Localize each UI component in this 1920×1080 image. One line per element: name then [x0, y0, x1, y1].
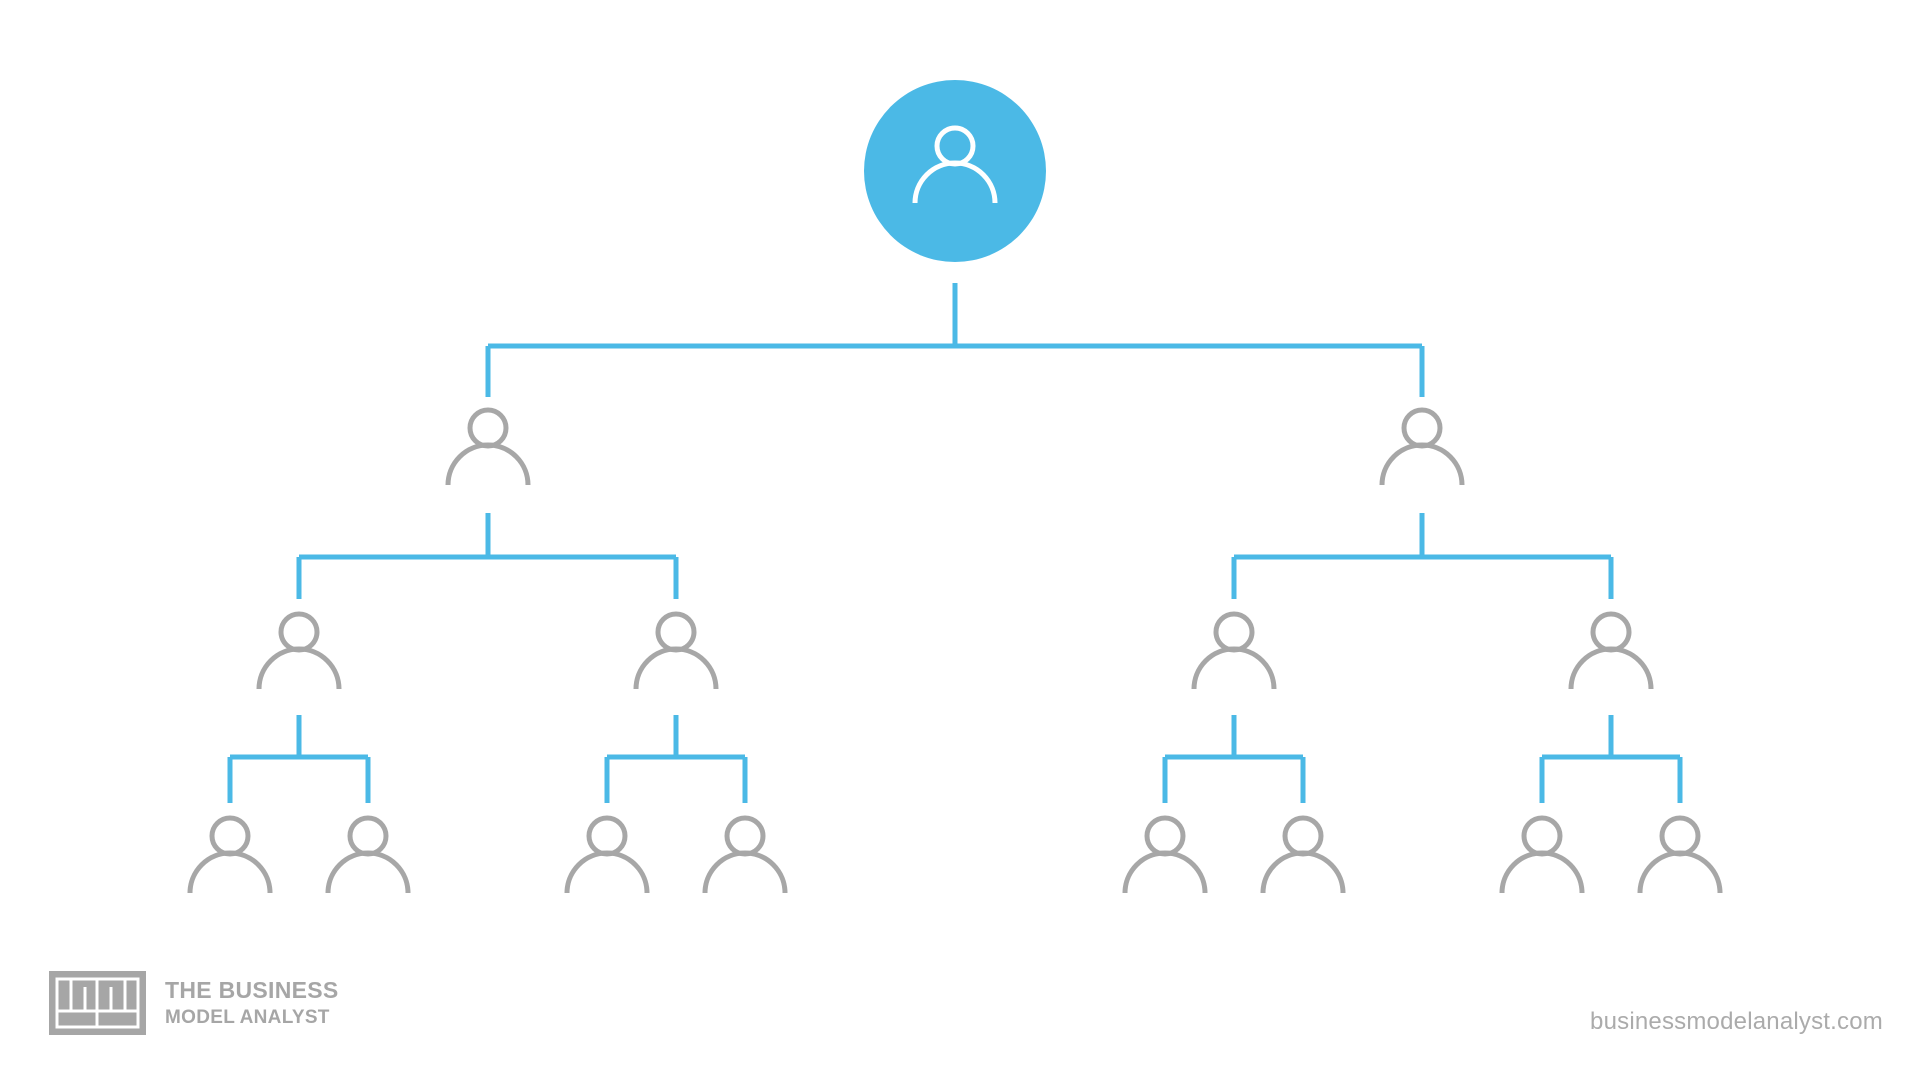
- level3-person-icon-7: [1502, 818, 1582, 893]
- level3-person-icon-8: [1640, 818, 1720, 893]
- brand-block: THE BUSINESS MODEL ANALYST: [49, 971, 339, 1035]
- level3-person-icon-4: [705, 818, 785, 893]
- level1-person-icon-1: [448, 410, 528, 485]
- level3-person-icon-3: [567, 818, 647, 893]
- connector-lines: [227, 283, 1683, 803]
- brand-wordmark: THE BUSINESS MODEL ANALYST: [165, 977, 339, 1028]
- book-logo-icon: [49, 971, 146, 1035]
- level1-person-icon-2: [1382, 410, 1462, 485]
- level2-person-icon-1: [259, 614, 339, 689]
- brand-line-1: THE BUSINESS: [165, 977, 339, 1003]
- level3-person-icon-1: [190, 818, 270, 893]
- brand-line-2: MODEL ANALYST: [165, 1007, 330, 1028]
- person-nodes: [190, 80, 1720, 893]
- level2-person-icon-2: [636, 614, 716, 689]
- website-url: businessmodelanalyst.com: [1590, 1008, 1883, 1035]
- level2-person-icon-4: [1571, 614, 1651, 689]
- level2-person-icon-3: [1194, 614, 1274, 689]
- root-node-circle: [864, 80, 1046, 262]
- level3-person-icon-5: [1125, 818, 1205, 893]
- level3-person-icon-2: [328, 818, 408, 893]
- level3-person-icon-6: [1263, 818, 1343, 893]
